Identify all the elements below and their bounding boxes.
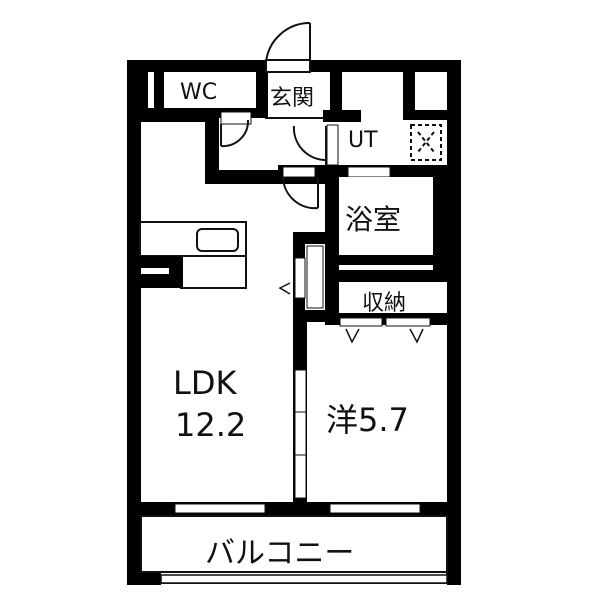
outer-walls [127, 60, 461, 585]
kitchen-counter [139, 221, 247, 289]
washer-icon [410, 124, 442, 161]
room-label-western: 洋5.7 [326, 401, 409, 439]
hall-door [282, 176, 319, 210]
storage-door-marker-icon [345, 328, 360, 344]
wc-door [220, 119, 250, 148]
room-label-bathroom: 浴室 [345, 203, 402, 236]
door-marker-icon [278, 282, 291, 295]
front-door [265, 21, 311, 73]
room-label-balcony: バルコニー [205, 536, 355, 571]
room-label-wc: WC [180, 80, 218, 105]
room-size-ldk: 12.2 [175, 406, 247, 444]
room-label-entrance: 玄関 [270, 86, 315, 111]
room-label-utility: UT [348, 128, 378, 153]
room-label-ldk: LDK [173, 364, 237, 402]
room-label-storage: 収納 [362, 291, 407, 316]
storage-door-marker-icon [409, 328, 424, 344]
sink-icon [196, 228, 239, 252]
entrance-inner-door [292, 125, 327, 162]
